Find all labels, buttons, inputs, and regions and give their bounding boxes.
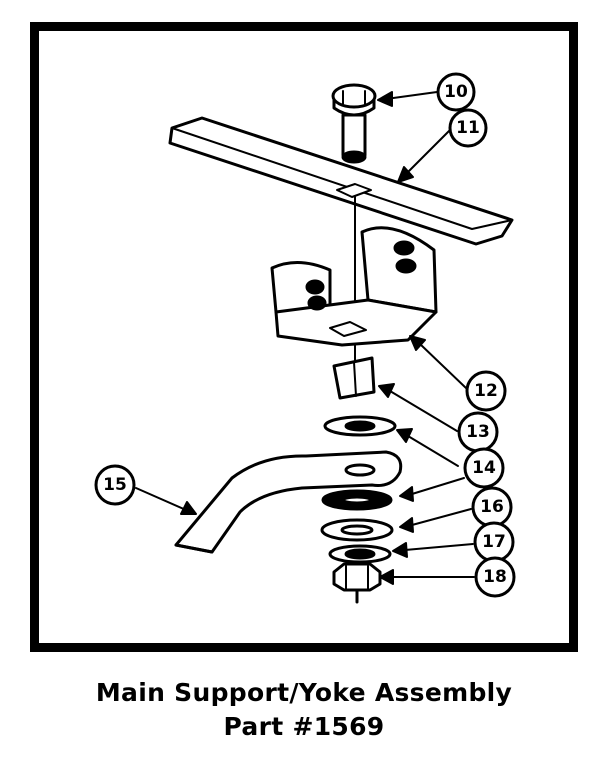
callout-12: 12: [465, 370, 507, 412]
part-14-lower-washer: [321, 489, 393, 511]
callout-16: 16: [471, 486, 513, 528]
callout-10: 10: [436, 72, 476, 112]
svg-text:14: 14: [472, 458, 496, 478]
part-11-flat-bar: [168, 116, 514, 246]
svg-text:16: 16: [480, 497, 504, 517]
part-13-spacer-block: [332, 356, 376, 400]
caption-title: Main Support/Yoke Assembly: [95, 678, 513, 707]
svg-text:18: 18: [483, 567, 507, 587]
svg-text:10: 10: [444, 82, 468, 102]
part-14-upper-washer: [323, 415, 397, 437]
callout-13: 13: [457, 411, 499, 453]
part-18-nut: [332, 562, 382, 604]
caption-part-number: Part #1569: [223, 712, 385, 741]
part-16-washer: [320, 518, 394, 542]
callout-11: 11: [448, 108, 488, 148]
part-17-lock-washer: [328, 544, 392, 564]
leader-lines: [135, 91, 475, 585]
callout-14: 14: [463, 447, 505, 489]
part-12-yoke-bracket: [270, 226, 438, 347]
svg-text:13: 13: [466, 422, 490, 442]
part-10-bolt: [331, 83, 377, 164]
svg-text:15: 15: [103, 475, 127, 495]
callout-labels: 10 11 12 13 14 15 16 17: [94, 72, 516, 598]
svg-text:12: 12: [474, 381, 498, 401]
svg-text:11: 11: [456, 118, 480, 138]
callout-18: 18: [474, 556, 516, 598]
callout-15: 15: [94, 464, 136, 506]
part-15-yoke-arm: [174, 450, 403, 554]
callout-17: 17: [473, 521, 515, 563]
svg-text:17: 17: [482, 532, 506, 552]
